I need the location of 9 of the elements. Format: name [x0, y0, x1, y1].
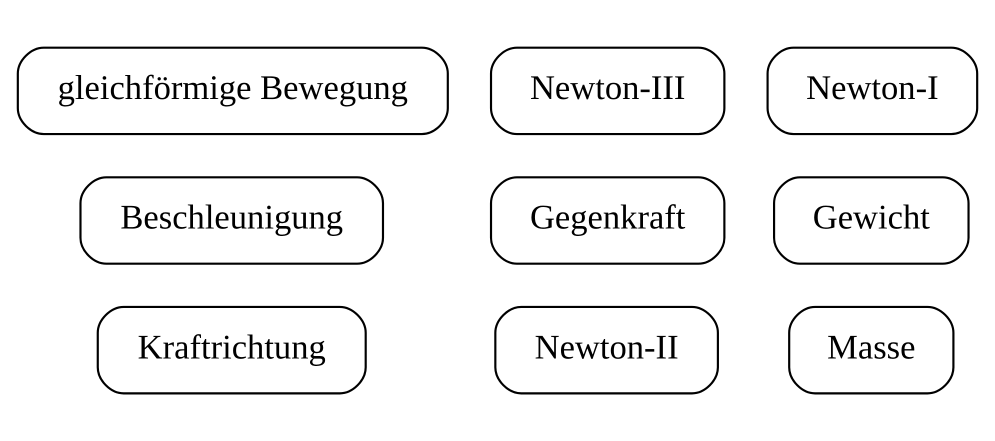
node-box: Gegenkraft	[490, 176, 726, 265]
node-box: Newton-I	[766, 46, 978, 136]
node-box: Masse	[788, 306, 954, 394]
node-box: Kraftrichtung	[96, 306, 367, 394]
node-box: Gewicht	[773, 176, 970, 265]
node-box: gleichförmige Bewegung	[16, 46, 449, 136]
node-box: Newton-II	[494, 306, 719, 394]
node-box: Newton-III	[490, 46, 726, 136]
node-box: Beschleunigung	[79, 176, 384, 265]
